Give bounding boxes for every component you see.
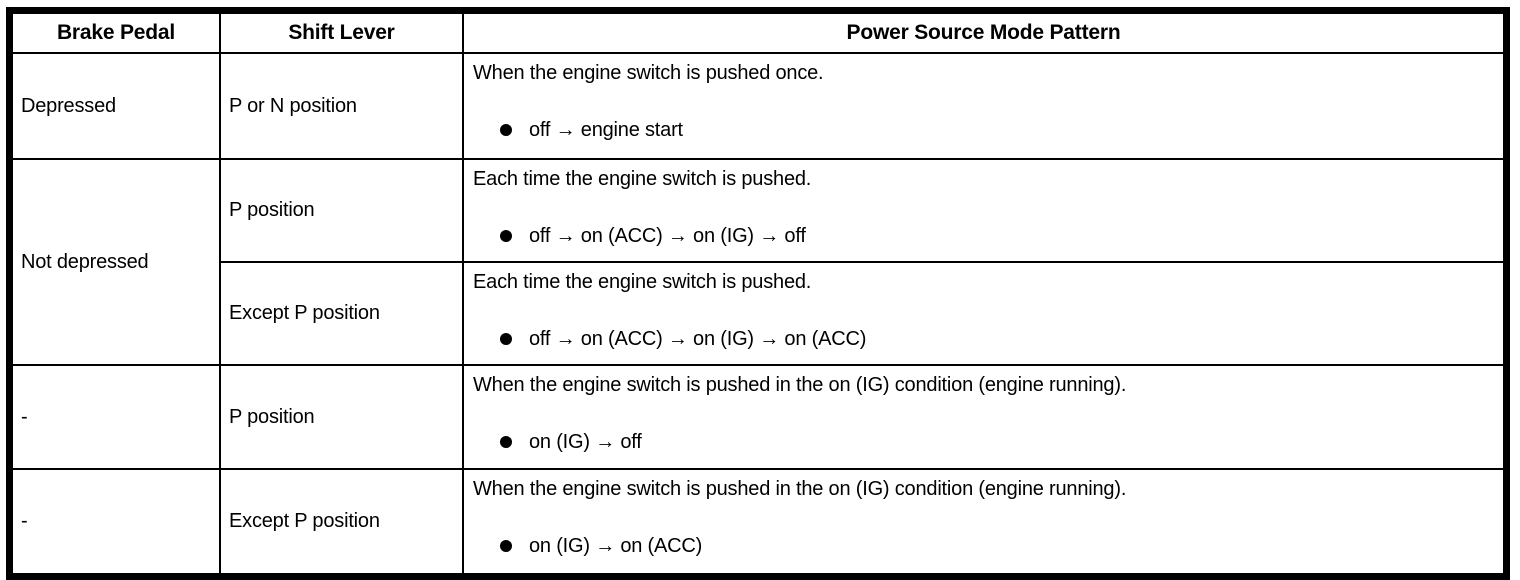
- brake-pedal-cell: Not depressed: [11, 158, 221, 366]
- table-row: Except P position Each time the engine s…: [12, 261, 1505, 366]
- shift-lever-cell: P position: [219, 158, 464, 263]
- pattern-sequence: off → on (ACC) → on (IG) → on (ACC): [529, 328, 867, 350]
- pattern-condition: When the engine switch is pushed once.: [473, 62, 824, 84]
- table-row: Not depressed P position Each time the e…: [11, 158, 1505, 366]
- bullet-icon: [500, 124, 512, 136]
- power-source-mode-table: Brake Pedal Shift Lever Power Source Mod…: [11, 12, 1505, 575]
- col-header-brake-pedal: Brake Pedal: [11, 12, 221, 54]
- pattern-sequence-line: on (IG) → off: [473, 429, 1493, 455]
- col-header-shift-lever: Shift Lever: [219, 12, 464, 54]
- pattern-condition: Each time the engine switch is pushed.: [473, 168, 812, 190]
- shift-lever-cell: P or N position: [219, 52, 464, 160]
- pattern-cell: Each time the engine switch is pushed. o…: [462, 158, 1505, 263]
- power-source-mode-table-wrap: Brake Pedal Shift Lever Power Source Mod…: [6, 7, 1510, 580]
- pattern-sequence: on (IG) → on (ACC): [529, 535, 703, 557]
- shift-lever-cell: Except P position: [219, 468, 464, 575]
- header-row: Brake Pedal Shift Lever Power Source Mod…: [11, 12, 1505, 54]
- pattern-sequence-line: off → on (ACC) → on (IG) → on (ACC): [473, 326, 1493, 352]
- brake-pedal-cell: -: [11, 468, 221, 575]
- pattern-sequence: off → engine start: [529, 119, 683, 141]
- shift-lever-cell: P position: [219, 364, 464, 470]
- pattern-cell: When the engine switch is pushed in the …: [462, 468, 1505, 575]
- pattern-condition: When the engine switch is pushed in the …: [473, 374, 1127, 396]
- bullet-icon: [500, 230, 512, 242]
- brake-pedal-cell: -: [11, 364, 221, 470]
- pattern-cell: When the engine switch is pushed once. o…: [462, 52, 1505, 160]
- bullet-icon: [500, 333, 512, 345]
- brake-pedal-cell: Depressed: [11, 52, 221, 160]
- pattern-sequence-line: off → on (ACC) → on (IG) → off: [473, 223, 1493, 249]
- col-header-power-source-mode-pattern: Power Source Mode Pattern: [462, 12, 1505, 54]
- table-row: - P position When the engine switch is p…: [11, 364, 1505, 470]
- table-row: Depressed P or N position When the engin…: [11, 52, 1505, 160]
- pattern-sequence: on (IG) → off: [529, 431, 642, 453]
- pattern-sequence: off → on (ACC) → on (IG) → off: [529, 225, 806, 247]
- shift-lever-cell: Except P position: [219, 261, 464, 366]
- pattern-cell: Each time the engine switch is pushed. o…: [462, 261, 1505, 366]
- pattern-condition: When the engine switch is pushed in the …: [473, 478, 1127, 500]
- pattern-sequence-line: off → engine start: [473, 117, 1493, 143]
- pattern-cell: When the engine switch is pushed in the …: [462, 364, 1505, 470]
- pattern-condition: Each time the engine switch is pushed.: [473, 271, 812, 293]
- bullet-icon: [500, 436, 512, 448]
- table-row: - Except P position When the engine swit…: [11, 468, 1505, 575]
- pattern-sequence-line: on (IG) → on (ACC): [473, 533, 1493, 559]
